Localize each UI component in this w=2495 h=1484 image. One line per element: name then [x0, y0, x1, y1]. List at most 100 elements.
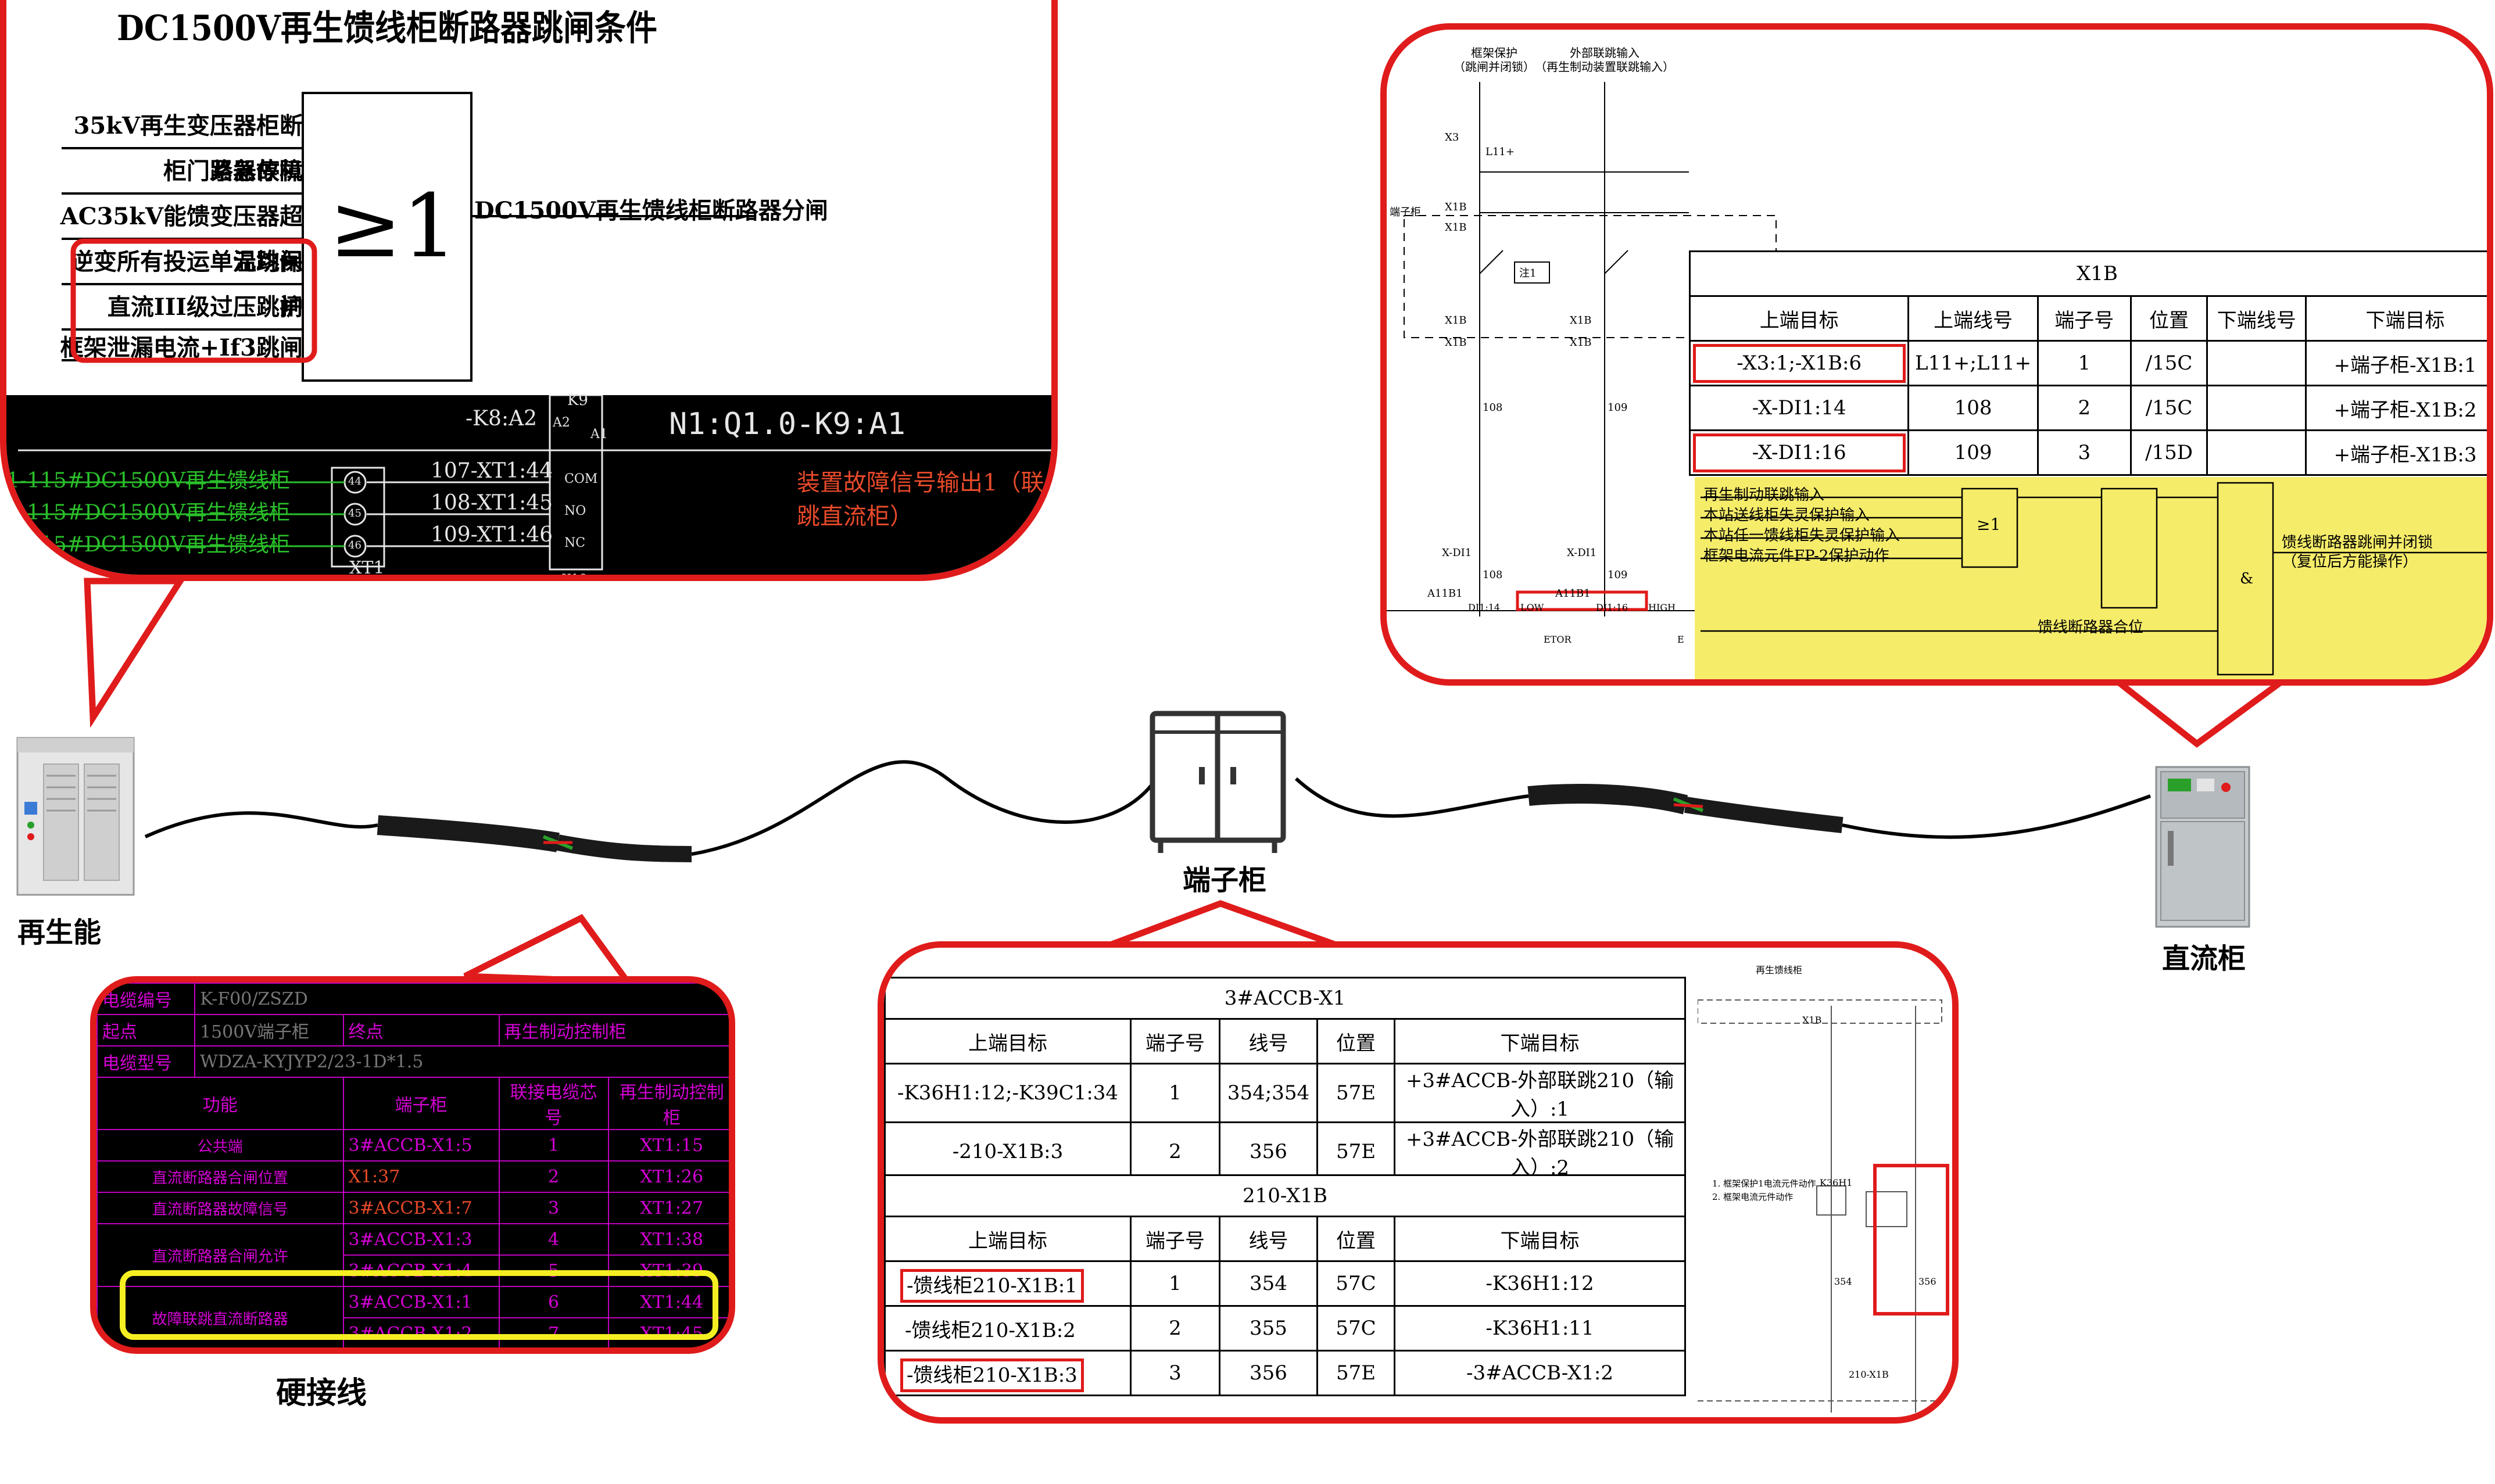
table-header: 上端目标 [1688, 295, 1910, 342]
schematic-label: X1B [1445, 201, 1467, 213]
cad-term-num: 45 [348, 507, 361, 519]
table-header: 位置 [2129, 295, 2208, 342]
schematic-label: X1B [1445, 314, 1467, 327]
table-cell: -X3:1;-X1B:6 [1688, 340, 1910, 386]
cable-wire [144, 811, 378, 838]
table-cell: 57E [1316, 1063, 1395, 1123]
logic-input: 柜门紧急停机 [163, 157, 303, 185]
logic-title: DC1500V再生馈线柜断路器跳闸条件 [117, 8, 658, 49]
cable-key: 电缆编号 [96, 983, 195, 1015]
schematic-label: 端子柜 [1390, 206, 1421, 218]
table-row: -馈线柜210-X1B:2 2 355 57C -K36H1:11 [884, 1305, 1686, 1352]
table-header: 下端目标 [1394, 1018, 1686, 1064]
schematic-label: LOW [1520, 602, 1544, 613]
table-header: 上端目标 [884, 1216, 1132, 1262]
table-cell: -3#ACCB-X1:2 [1394, 1350, 1686, 1396]
table-cell: 354;354 [1219, 1063, 1318, 1123]
terminal-schematic [1698, 999, 1952, 1413]
logic-input: AC35kV能馈变压器超温跳闸 [60, 203, 303, 275]
table-header: 下端目标 [2305, 295, 2487, 342]
table-title: X1B [1689, 250, 2487, 297]
table-cell: 2 [2036, 385, 2132, 431]
cable-dest: XT1:27 [607, 1192, 729, 1224]
cad-wire: 107-XT1:44 [431, 459, 553, 483]
schematic-label: 1. 框架保护1电流元件动作 [1712, 1178, 1816, 1189]
schematic-label: 109 [1608, 569, 1628, 581]
logic-callout: DC1500V再生馈线柜断路器跳闸条件 35kV再生变压器柜断路器故障 柜门紧急… [0, 0, 1058, 581]
cable-terminal: 3#ACCB-X1:5 [342, 1129, 500, 1162]
cable-value: K-F00/ZSZD [194, 983, 729, 1015]
cable-terminal: 3#ACCB-X1:1 [342, 1286, 500, 1318]
cad-left-label: 1-115#DC1500V再生馈线柜 [6, 501, 290, 525]
logic-input: 直流III级过压跳闸 [107, 293, 303, 321]
table-cell: 109 [1907, 429, 2039, 476]
cable-func: 直流断路器故障信号 [96, 1192, 344, 1224]
logic-output: DC1500V再生馈线柜断路器分闸 [474, 197, 828, 224]
regen-callout-pointer [84, 578, 187, 728]
logic-lines [62, 92, 756, 382]
cad-a1: A1 [590, 427, 608, 442]
schematic-label: 108 [1483, 402, 1503, 414]
table-cell: -K36H1:12;-K39C1:34 [884, 1063, 1132, 1123]
schematic-label: HIGH [1648, 602, 1676, 613]
table-cell: +3#ACCB-外部联跳210（输入）:1 [1394, 1063, 1686, 1123]
table-cell: +端子柜-X1B:2 [2305, 385, 2487, 431]
cad-wire: 108-XT1:45 [431, 491, 553, 515]
schematic-header: 框架保护 [1471, 46, 1517, 60]
table-cell [2206, 429, 2307, 476]
schematic-label: K36H1 [1820, 1177, 1853, 1188]
table-cell: 108 [1907, 385, 2039, 431]
schematic-label: A11B1 [1555, 587, 1591, 600]
highlight-box [120, 1270, 718, 1340]
schematic-label: X1B [1570, 336, 1592, 349]
schematic-label: X-DI1 [1442, 547, 1472, 559]
cable-segment [377, 815, 692, 862]
terminal-label: 端子柜 [1183, 864, 1267, 897]
cable-core: 4 [498, 1223, 609, 1256]
table-cell: /15D [2129, 429, 2208, 476]
table-header: 下端线号 [2206, 295, 2307, 342]
table-cell: +端子柜-X1B:1 [2305, 340, 2487, 386]
table-cell: 1 [1130, 1063, 1220, 1123]
table-cell: -210-X1B:3 [884, 1121, 1132, 1182]
cable-dest: XT1:15 [607, 1129, 729, 1162]
table-cell: /15C [2129, 385, 2208, 431]
table-row: 故障联跳直流断路器 3#ACCB-X1:1 6 XT1:44 [96, 1286, 729, 1347]
table-row: 公共端 3#ACCB-X1:5 1 XT1:15 [96, 1129, 729, 1162]
schematic-header: 外部联跳输入 [1570, 46, 1640, 60]
schematic-label: DI1:14 [1468, 602, 1501, 613]
table-row: -X-DI1:16 109 3 /15D +端子柜-X1B:3 [1688, 429, 2487, 476]
cable-key: 电缆型号 [96, 1045, 195, 1078]
cad-left-label: 1-115#DC1500V再生馈线柜 [6, 533, 290, 557]
cable-terminal: X1:37 [342, 1160, 500, 1193]
logic-input: 本站送线柜失灵保护输入 [1703, 507, 1870, 524]
table-cell: -X-DI1:14 [1688, 385, 1910, 431]
logic-input: 框架电流元件FP-2保护动作 [1703, 547, 1889, 565]
dc-callout-pointer [2106, 676, 2294, 748]
breaker-input: 馈线断路器合位 [2038, 619, 2144, 636]
table-header: 上端目标 [884, 1018, 1132, 1064]
table-row: 3#ACCB-X1:2 7 XT1:45 [97, 1317, 729, 1347]
table-cell: 1 [2036, 340, 2132, 386]
schematic-label: 354 [1834, 1276, 1852, 1287]
cad-panel: -K8:A2 K9 A2 A1 N1:Q1.0-K9:A1 1-115#DC15… [6, 392, 1051, 581]
cable-dest: XT1:38 [607, 1223, 729, 1256]
cable-func: 公共端 [96, 1129, 344, 1162]
schematic-label: 注1 [1519, 267, 1537, 279]
table-header: 下端目标 [1394, 1216, 1686, 1262]
hardwire-label: 硬接线 [276, 1376, 367, 1411]
table-row: 直流断路器故障信号 3#ACCB-X1:7 3 XT1:27 [96, 1192, 729, 1224]
table-cell [2206, 340, 2307, 386]
table-row: -馈线柜210-X1B:3 3 356 57E -3#ACCB-X1:2 [884, 1350, 1686, 1396]
and-gate-symbol: & [2240, 570, 2254, 587]
logic-panel: 再生制动联跳输入 本站送线柜失灵保护输入 本站任一馈线柜失灵保护输入 框架电流元… [1695, 477, 2487, 679]
table-row: -210-X1B:3 2 356 57E +3#ACCB-外部联跳210（输入）… [884, 1121, 1686, 1182]
table-cell: +端子柜-X1B:3 [2305, 429, 2487, 476]
table-cell: 2 [1130, 1305, 1220, 1352]
cable-core: 3 [498, 1192, 609, 1224]
schematic-label: X1B [1802, 1015, 1822, 1026]
cad-k10: K10 [561, 572, 588, 581]
schematic-header-sub: （再生制动装置联跳输入） [1535, 60, 1674, 74]
table-cell: -馈线柜210-X1B:1 [900, 1268, 1084, 1303]
table-header: 上端线号 [1907, 295, 2039, 342]
